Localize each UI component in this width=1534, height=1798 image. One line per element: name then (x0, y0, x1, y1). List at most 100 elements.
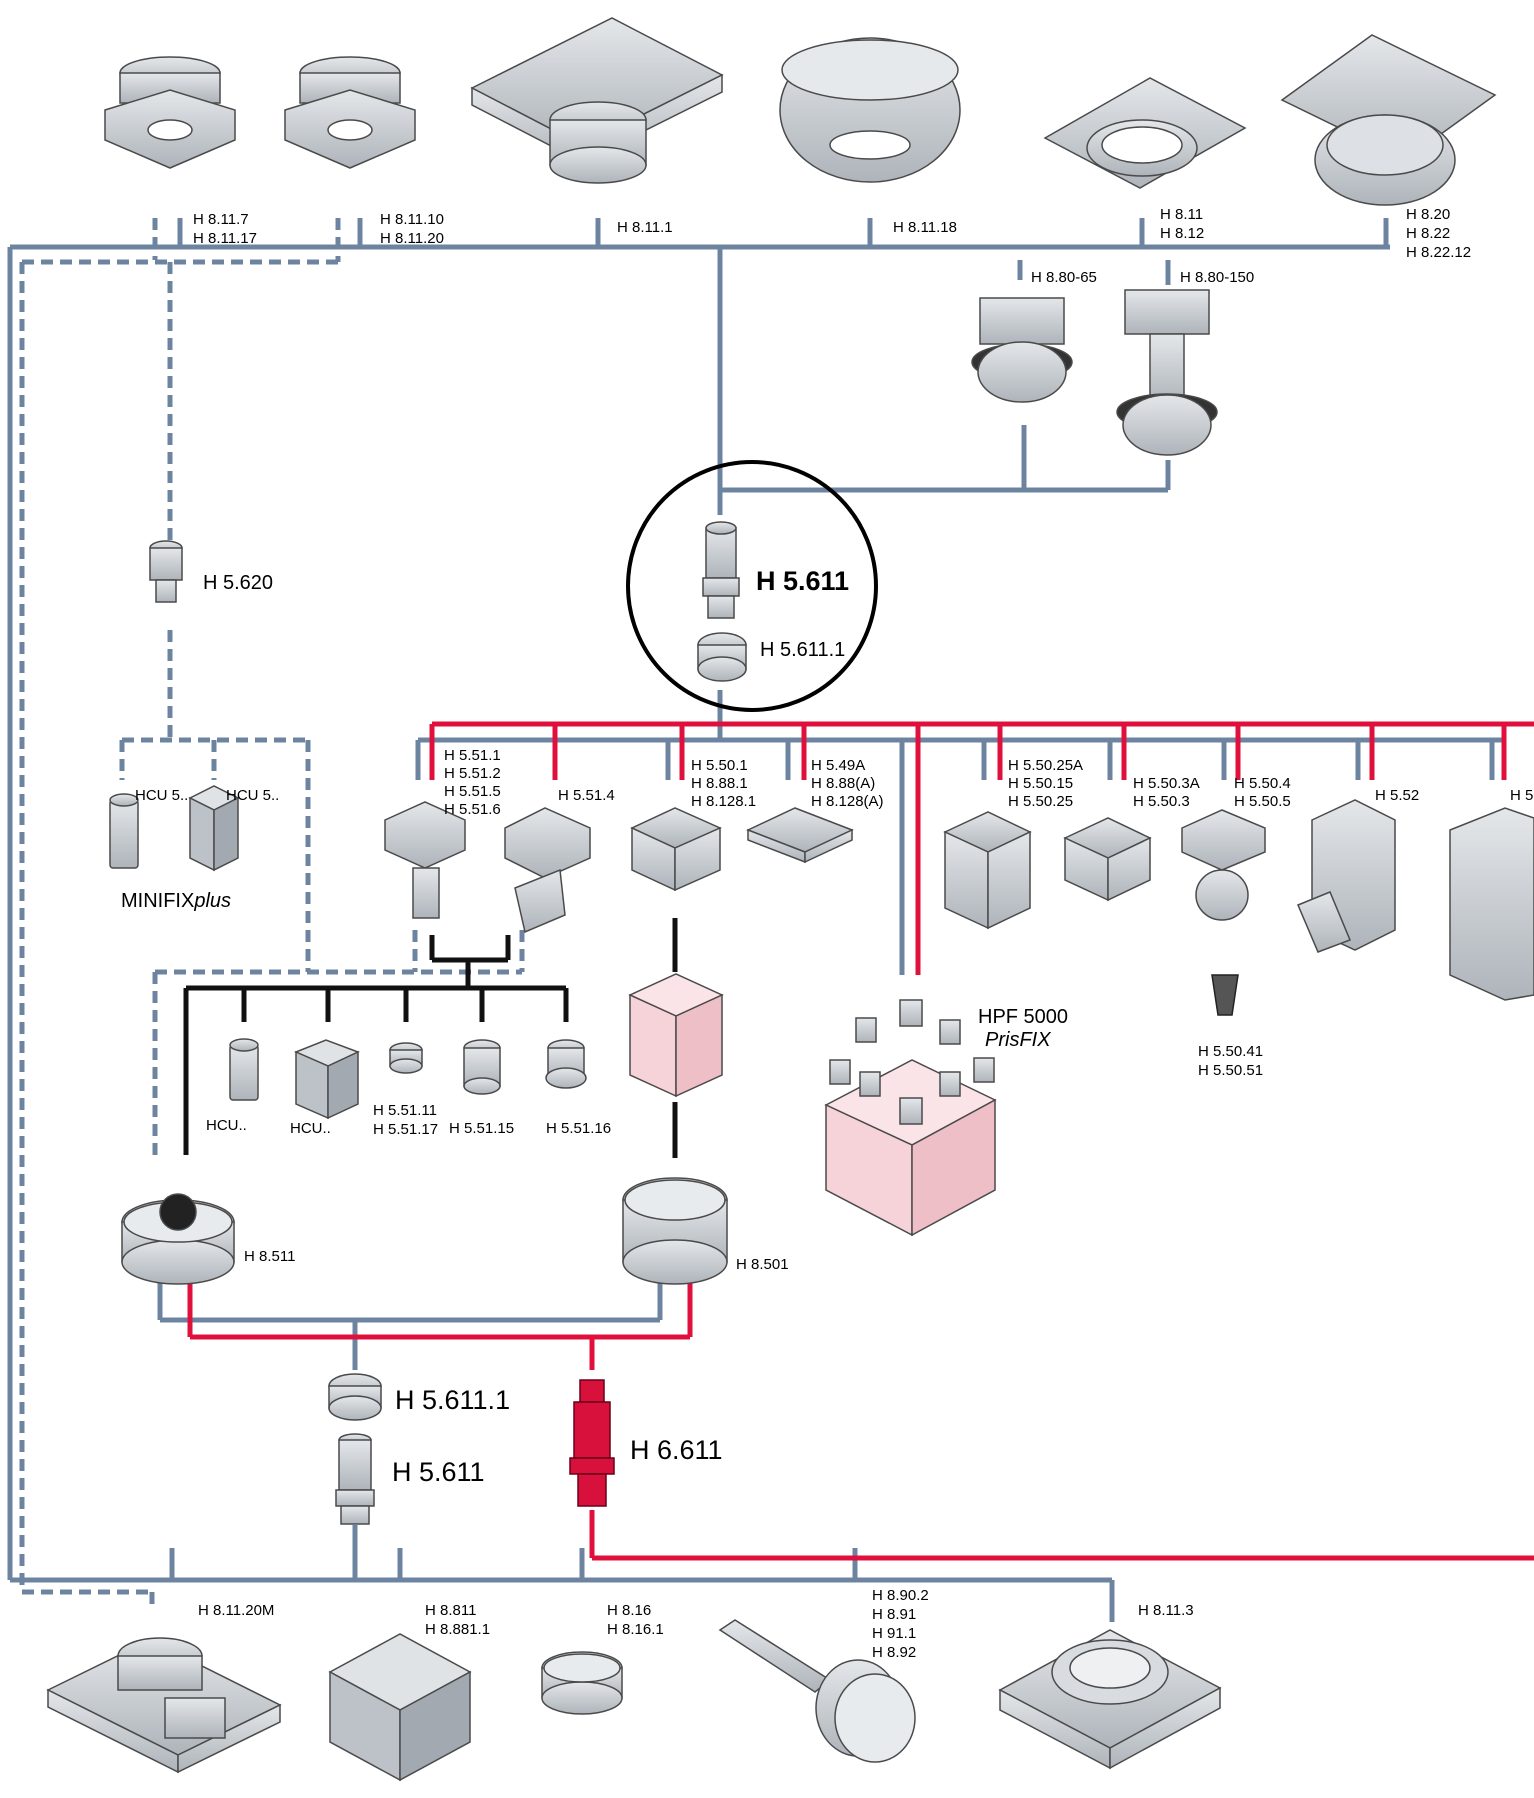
label-hcu-b: HCU 5.. (226, 787, 279, 804)
label-j3-line1: H 5.50.1 (691, 757, 748, 774)
label-i3-line2: H 5.51.17 (373, 1121, 438, 1138)
part-h6611-red (569, 1379, 615, 1507)
label-lower-red: H 6.611 (630, 1435, 723, 1465)
chuck-h8511 (121, 1193, 235, 1285)
label-j1-line2: H 5.51.2 (444, 765, 501, 782)
black-connection-lines (183, 918, 678, 1158)
label-p5-line1: H 8.11 (1160, 206, 1203, 223)
label-p2-line1: H 8.11.10 (380, 211, 444, 228)
label-j3-line2: H 8.88.1 (691, 775, 748, 792)
part-hcu-round (109, 793, 139, 869)
product-h880-65 (971, 297, 1073, 403)
hpf-pins (829, 999, 995, 1125)
label-p2-line2: H 8.11.20 (380, 230, 444, 247)
product-h880-150 (1116, 289, 1218, 456)
product-h8811 (328, 1633, 472, 1782)
label-j4-line3: H 8.128(A) (811, 793, 884, 810)
insert-h55115 (463, 1039, 501, 1095)
label-h8511: H 8.511 (244, 1248, 295, 1265)
jaw-chuck-5503a (1063, 817, 1152, 902)
label-p3: H 8.11.1 (617, 219, 673, 236)
chuck-h8501 (622, 1177, 728, 1285)
jaw-chuck-5514 (504, 807, 591, 934)
label-j7-line2: H 5.50.5 (1234, 793, 1291, 810)
red-connection-lines (187, 721, 1534, 1561)
part-h5611-center (702, 521, 740, 619)
minifix-prefix: MINIFIX (121, 890, 194, 912)
label-b4-line3: H 91.1 (872, 1625, 916, 1642)
label-h5620: H 5.620 (203, 572, 273, 594)
label-p7: H 8.80-65 (1031, 269, 1097, 286)
label-j1-line1: H 5.51.1 (444, 747, 501, 764)
part-collet (1211, 974, 1239, 1016)
product-h8902 (718, 1619, 916, 1763)
label-center-sub: H 5.611.1 (760, 639, 845, 661)
label-b2-line2: H 8.881.1 (425, 1621, 490, 1638)
part-h5611-lower (335, 1433, 375, 1525)
product-h8117 (104, 56, 236, 169)
label-p1-line1: H 8.11.7 (193, 211, 249, 228)
insert-hcu-square (294, 1039, 360, 1120)
label-hpf-title: HPF 5000 (978, 1006, 1068, 1028)
label-b3-line2: H 8.16.1 (607, 1621, 664, 1638)
label-p5-line2: H 8.12 (1160, 225, 1204, 242)
jaw-chuck-5511 (384, 801, 466, 919)
label-b5: H 8.11.3 (1138, 1602, 1194, 1619)
product-h816 (541, 1651, 623, 1715)
highlight-circle (626, 460, 878, 712)
label-b4-line2: H 8.91 (872, 1606, 916, 1623)
label-collet-line1: H 5.50.41 (1198, 1043, 1263, 1060)
label-j9: H 5 (1510, 787, 1533, 804)
part-h5620 (149, 540, 183, 603)
product-h81118 (779, 37, 961, 183)
insert-h55116 (545, 1039, 587, 1089)
label-p6-line3: H 8.22.12 (1406, 244, 1471, 261)
label-j6-line1: H 5.50.3A (1133, 775, 1200, 792)
pink-cube (628, 973, 724, 1098)
product-h81120m (46, 1637, 282, 1774)
label-b4-line1: H 8.90.2 (872, 1587, 929, 1604)
label-h8501: H 8.501 (736, 1256, 789, 1273)
part-h56111-center (697, 632, 747, 682)
label-b1: H 8.11.20M (198, 1602, 274, 1619)
label-j5-line1: H 5.50.25A (1008, 757, 1083, 774)
label-b2-line1: H 8.811 (425, 1602, 476, 1619)
product-h820 (1280, 34, 1497, 206)
label-j1-line3: H 5.51.5 (444, 783, 501, 800)
jaw-chuck-5504 (1181, 809, 1266, 921)
insert-h55111 (389, 1042, 423, 1074)
blue-connection-lines (7, 218, 1505, 1622)
label-j7-line1: H 5.50.4 (1234, 775, 1291, 792)
label-minifix: MINIFIXplus (121, 890, 231, 912)
product-h81110 (284, 56, 416, 169)
part-h56111-lower (328, 1373, 382, 1421)
label-i3-line1: H 5.51.11 (373, 1102, 437, 1119)
label-j4-line1: H 5.49A (811, 757, 865, 774)
label-p8: H 8.80-150 (1180, 269, 1254, 286)
label-i2: HCU.. (290, 1120, 331, 1137)
label-j8: H 5.52 (1375, 787, 1419, 804)
label-p6-line2: H 8.22 (1406, 225, 1450, 242)
label-i1: HCU.. (206, 1117, 247, 1134)
label-j3-line3: H 8.128.1 (691, 793, 756, 810)
label-i5: H 5.51.16 (546, 1120, 611, 1137)
jaw-chuck-549a (746, 807, 854, 864)
part-hcu-square (188, 785, 240, 872)
label-p1-line2: H 8.11.17 (193, 230, 257, 247)
label-j1-line4: H 5.51.6 (444, 801, 501, 818)
label-j2: H 5.51.4 (558, 787, 615, 804)
jaw-chuck-55025a (943, 811, 1032, 930)
label-p6-line1: H 8.20 (1406, 206, 1450, 223)
jaw-chuck-552 (1297, 799, 1396, 953)
hpf-5000-block (824, 1059, 997, 1237)
label-b4-line4: H 8.92 (872, 1644, 916, 1661)
insert-hcu-round (229, 1038, 259, 1101)
jaw-chuck-partial (1449, 807, 1534, 1001)
label-i4: H 5.51.15 (449, 1120, 514, 1137)
label-collet-line2: H 5.50.51 (1198, 1062, 1263, 1079)
product-h8111 (470, 17, 724, 184)
label-hpf-subtitle: PrisFIX (985, 1029, 1051, 1051)
label-lower-main: H 5.611 (392, 1457, 485, 1487)
label-j6-line2: H 5.50.3 (1133, 793, 1190, 810)
